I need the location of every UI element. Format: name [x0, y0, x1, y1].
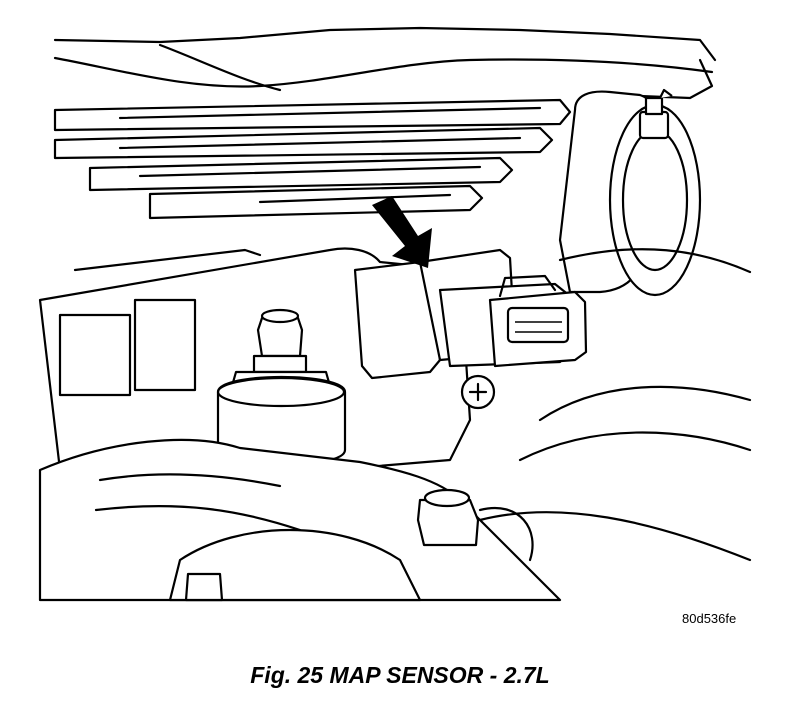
- upper-engine-outline: [53, 26, 717, 100]
- vacuum-fitting: [216, 308, 347, 467]
- throttle-body: [558, 88, 702, 297]
- figure-code: 80d536fe: [682, 611, 737, 626]
- engine-block: [38, 248, 752, 602]
- intake-runners: [53, 98, 572, 220]
- figure-caption: Fig. 25 MAP SENSOR - 2.7L: [250, 662, 550, 688]
- arrow-pointer-icon: [372, 196, 432, 268]
- sensor-screw: [460, 374, 496, 410]
- map-sensor: [353, 248, 588, 380]
